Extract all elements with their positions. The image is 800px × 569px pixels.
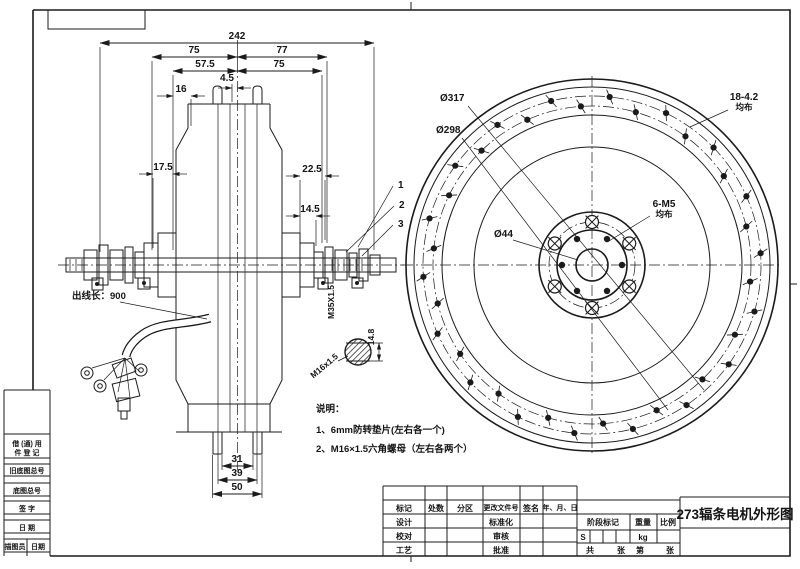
svg-text:均布: 均布 — [735, 102, 753, 112]
svg-text:签名: 签名 — [522, 503, 539, 513]
cable-length-label: 出线长：900 — [72, 290, 126, 302]
notes: 说明： 1、6mm防转垫片(左右各一个) 2、M16×1.5六角螺母（左右各两个… — [316, 403, 473, 455]
dim-16: 16 — [157, 84, 205, 126]
svg-text:处数: 处数 — [427, 503, 445, 513]
svg-text:1: 1 — [398, 180, 404, 191]
balloon-leaders: 1 2 3 — [345, 180, 405, 257]
drawing-title: 273辐条电机外形图 — [676, 506, 793, 522]
front-view: Ø317 Ø298 18-4.2 均布 6-M5 均布 Ø44 — [402, 76, 782, 454]
axle-end-thread-label: M16x1.5 — [308, 351, 340, 380]
axle-end-detail: 14.8 M16x1.5 — [308, 328, 383, 380]
svg-text:工艺: 工艺 — [396, 545, 412, 555]
svg-text:第: 第 — [636, 545, 644, 555]
dim-75-77: 75 77 — [151, 40, 328, 250]
svg-text:更改文件号: 更改文件号 — [484, 503, 519, 512]
svg-text:kg: kg — [638, 533, 647, 542]
svg-text:件 登 记: 件 登 记 — [15, 448, 40, 457]
dim-14-5: 14.5 — [286, 204, 330, 246]
bore-dia-label: Ø44 — [494, 229, 513, 240]
svg-text:共: 共 — [586, 545, 594, 555]
svg-text:重量: 重量 — [635, 517, 651, 527]
cable — [80, 313, 212, 420]
svg-text:阶段标记: 阶段标记 — [587, 517, 619, 527]
dim-bottom: 31 39 50 — [212, 432, 263, 498]
svg-text:75: 75 — [273, 59, 285, 70]
flat-width-label: 14.8 — [366, 328, 376, 345]
svg-text:批准: 批准 — [493, 545, 509, 555]
svg-text:57.5: 57.5 — [195, 59, 215, 70]
svg-text:50: 50 — [231, 482, 243, 493]
svg-text:比例: 比例 — [660, 517, 676, 527]
svg-text:底图总号: 底图总号 — [13, 486, 41, 495]
svg-text:3: 3 — [398, 219, 404, 230]
title-block: 标记 处数 分区 更改文件号 签名 年、月、日 设计 标准化 校对 审核 工艺 … — [382, 485, 794, 557]
outer-ring-dia-label: Ø317 — [440, 93, 465, 104]
svg-text:均布: 均布 — [655, 209, 673, 219]
dim-22-5: 22.5 — [286, 164, 339, 240]
left-axle-hardware — [83, 244, 151, 291]
rim-holes-label: 18-4.2 — [730, 92, 759, 103]
note-item-1: 1、6mm防转垫片(左右各一个) — [316, 424, 445, 436]
svg-text:描图员: 描图员 — [5, 542, 26, 551]
svg-text:2: 2 — [399, 200, 405, 211]
svg-text:年、月、日: 年、月、日 — [543, 503, 578, 512]
dim-57-75: 57.5 75 — [172, 59, 323, 250]
svg-text:39: 39 — [231, 468, 243, 479]
svg-text:设计: 设计 — [396, 517, 412, 527]
svg-text:标准化: 标准化 — [488, 517, 513, 527]
svg-text:242: 242 — [229, 31, 246, 42]
hub-screws — [558, 235, 626, 295]
svg-text:张: 张 — [666, 546, 675, 555]
svg-text:77: 77 — [276, 45, 288, 56]
svg-text:4.5: 4.5 — [220, 73, 234, 84]
svg-text:标记: 标记 — [395, 503, 412, 513]
svg-text:17.5: 17.5 — [153, 162, 173, 173]
svg-text:分区: 分区 — [457, 503, 473, 513]
svg-text:14.5: 14.5 — [300, 204, 320, 215]
dim-17-5: 17.5 — [139, 162, 187, 248]
svg-text:16: 16 — [175, 84, 187, 95]
svg-text:日期: 日期 — [31, 542, 45, 551]
note-item-2: 2、M16×1.5六角螺母（左右各两个） — [316, 443, 473, 455]
revision-box — [47, 9, 146, 30]
notes-heading: 说明： — [316, 403, 345, 415]
svg-text:校对: 校对 — [396, 531, 412, 541]
svg-text:签 字: 签 字 — [18, 504, 35, 513]
svg-text:日 期: 日 期 — [19, 523, 35, 532]
dim-4-5: 4.5 — [218, 73, 251, 102]
svg-text:张: 张 — [617, 546, 626, 555]
svg-text:旧底图总号: 旧底图总号 — [10, 466, 45, 475]
axle-thread-label: M35X1.5 — [326, 285, 336, 319]
right-axle-hardware — [313, 246, 381, 290]
rim-spoke-holes — [416, 89, 768, 441]
svg-text:31: 31 — [231, 454, 243, 465]
dim-total: 242 — [99, 31, 375, 252]
svg-text:S: S — [580, 533, 586, 542]
svg-text:借 (通) 用: 借 (通) 用 — [11, 439, 42, 448]
hub-bolts — [547, 214, 637, 316]
side-strip: 借 (通) 用 件 登 记 旧底图总号 底图总号 签 字 日 期 描图员 日期 — [3, 389, 51, 556]
inner-ring-dia-label: Ø298 — [436, 125, 461, 136]
svg-text:审核: 审核 — [493, 531, 509, 541]
hub-screws-label: 6-M5 — [653, 199, 676, 210]
svg-text:75: 75 — [188, 45, 200, 56]
svg-text:22.5: 22.5 — [302, 164, 322, 175]
